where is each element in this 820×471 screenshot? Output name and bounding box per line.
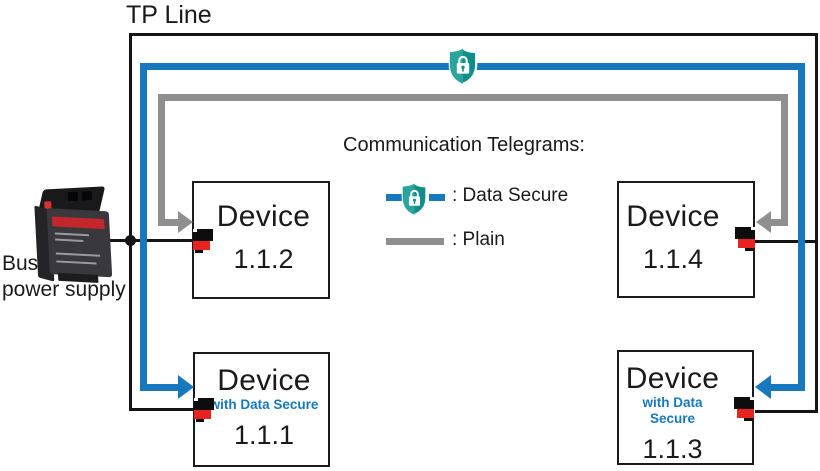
connector-notch [751, 227, 755, 230]
secure-arrow-into-device-1-1-1 [178, 375, 194, 399]
psu-label-line [54, 232, 90, 237]
connector-notch [193, 229, 197, 232]
psu-label-line1: Bus [2, 252, 39, 275]
psu-label-line2: power supply [2, 278, 126, 301]
connector-nub [745, 248, 753, 251]
legend-secure-dash-right [429, 194, 445, 201]
bus-line-left [129, 33, 132, 411]
legend-secure-dash-left [386, 194, 402, 201]
plain-arrow-into-device-1-1-2 [178, 211, 193, 233]
plain-line-left [158, 94, 165, 226]
plain-line-arm-left [158, 219, 178, 226]
legend-data-secure-label: : Data Secure [452, 185, 569, 206]
knx-connector-device-1-1-2 [193, 229, 213, 253]
plain-arrow-into-device-1-1-4 [756, 211, 771, 233]
secure-line-arm-left [140, 384, 178, 391]
connector-red-part [194, 410, 211, 419]
legend-title: Communication Telegrams: [343, 134, 585, 156]
device-address: 1.1.3 [642, 434, 703, 464]
device-name: Device [217, 364, 311, 397]
legend-plain-line [386, 238, 444, 245]
connector-nub [195, 250, 203, 253]
bus-line-top [129, 33, 818, 36]
secure-line-arm-right [770, 384, 805, 391]
connector-black-part [193, 229, 213, 241]
connector-red-part [738, 239, 755, 248]
plain-line-arm-right [770, 219, 788, 226]
device-box-1-1-2: Device 1.1.2 [192, 181, 330, 299]
psu-label-line [55, 238, 84, 242]
legend-shield-lock-icon [401, 182, 428, 216]
bus-stub-top-right [755, 240, 818, 243]
device-address: 1.1.2 [233, 244, 294, 274]
knx-connector-device-1-1-3 [734, 397, 754, 421]
connector-black-part [735, 227, 755, 239]
tp-line-title: TP Line [126, 1, 212, 29]
knx-connector-device-1-1-4 [735, 227, 755, 251]
connector-nub [744, 418, 752, 421]
device-secure-label: with Data Secure [642, 395, 703, 426]
bus-line-right [815, 33, 818, 413]
connector-red-part [737, 409, 754, 418]
psu-terminal [81, 191, 93, 201]
plain-line-right [781, 94, 788, 226]
connector-red-part [193, 241, 210, 250]
device-box-1-1-3: Device with Data Secure 1.1.3 [617, 350, 754, 465]
device-address: 1.1.1 [233, 420, 295, 450]
device-name: Device [625, 362, 720, 395]
connector-notch [750, 397, 754, 400]
plain-line-top [158, 94, 788, 101]
bus-stub-bottom-right [755, 410, 818, 413]
secure-line-left [140, 63, 147, 391]
shield-lock-icon [448, 47, 478, 85]
bus-stub-bottom-left [129, 408, 195, 411]
psu-red-label-band [51, 216, 105, 230]
device-secure-label: with Data Secure [209, 397, 319, 412]
bus-junction-dot [125, 235, 136, 246]
bus-power-supply-label: Bus power supply [2, 251, 132, 303]
secure-arrow-into-device-1-1-3 [755, 375, 771, 399]
connector-black-part [734, 397, 754, 409]
device-address: 1.1.4 [642, 244, 704, 274]
device-box-1-1-4: Device 1.1.4 [617, 181, 755, 298]
secure-line-right [798, 63, 805, 391]
connector-nub [196, 419, 204, 422]
connector-notch [194, 398, 198, 401]
knx-connector-device-1-1-1 [194, 398, 214, 422]
legend-plain-label: : Plain [452, 229, 505, 250]
psu-terminal [67, 191, 79, 202]
device-name: Device [216, 200, 311, 233]
device-box-1-1-1: Device with Data Secure 1.1.1 [193, 352, 330, 467]
device-name: Device [626, 200, 720, 233]
connector-black-part [194, 398, 214, 410]
